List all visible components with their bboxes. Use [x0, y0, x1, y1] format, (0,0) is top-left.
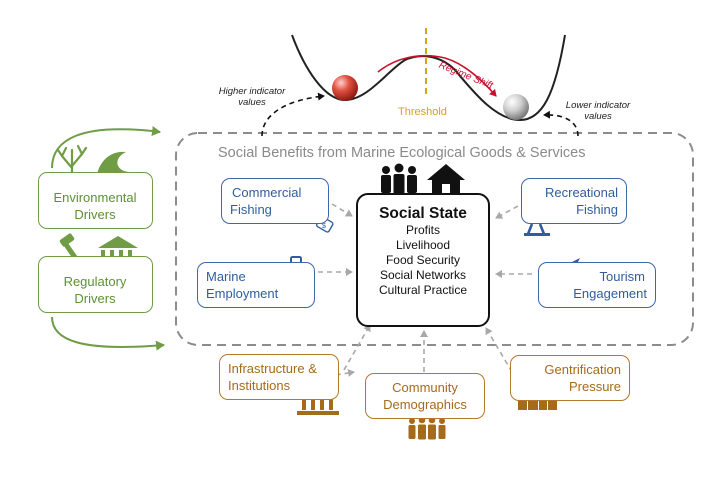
regulatory-drivers-line1: Regulatory	[63, 274, 127, 289]
svg-text:$: $	[322, 223, 326, 230]
people-group-icon	[408, 416, 446, 440]
regulatory-drivers-line2: Drivers	[74, 291, 116, 306]
social-state-item: Food Security	[385, 253, 461, 267]
house-icon	[427, 164, 465, 194]
driver-arrow-top	[51, 126, 161, 169]
lower-indicator-label: Lower indicator values	[558, 100, 638, 122]
regulatory-drivers-box: Regulatory Drivers	[38, 256, 153, 313]
infrastructure-line1: Infrastructure &	[228, 361, 317, 376]
tourism-engagement-line2: Engagement	[573, 286, 647, 301]
higher-indicator-line1: Higher indicator	[218, 86, 286, 97]
environmental-drivers-line2: Drivers	[74, 207, 116, 222]
recreational-fishing-box: Recreational Fishing	[521, 178, 627, 224]
gentrification-line2: Pressure	[568, 379, 621, 394]
tourism-engagement-box: Tourism Engagement	[538, 262, 656, 308]
community-icon	[381, 163, 417, 194]
marine-employment-line1: Marine	[206, 269, 246, 284]
higher-indicator-label: Higher indicator values	[212, 86, 292, 108]
gentrification-box: Gentrification Pressure	[510, 355, 630, 401]
lower-indicator-arrow	[543, 110, 579, 137]
gentrification-line1: Gentrification	[544, 362, 621, 377]
threshold-label: Threshold	[398, 106, 447, 118]
social-state-title: Social State	[379, 205, 467, 222]
social-state-box: Social State Profits Livelihood Food Sec…	[356, 193, 490, 327]
infrastructure-box: Infrastructure & Institutions	[219, 354, 339, 400]
social-state-item: Livelihood	[395, 238, 451, 252]
higher-indicator-line2: values	[238, 97, 266, 108]
demographics-line1: Community	[392, 380, 458, 395]
arrow-recreational-to-state	[495, 205, 519, 219]
commercial-fishing-box: Commercial Fishing	[221, 178, 329, 224]
gray-ball-icon	[503, 94, 529, 120]
commercial-fishing-line1: Commercial	[232, 185, 302, 200]
social-state-item: Profits	[405, 223, 440, 237]
social-state-item: Social Networks	[379, 268, 467, 282]
regime-shift-arrow	[377, 54, 497, 97]
marine-employment-line2: Employment	[206, 286, 279, 301]
environmental-drivers-line1: Environmental	[53, 190, 137, 205]
dashed-frame	[175, 132, 694, 346]
infrastructure-line2: Institutions	[228, 378, 291, 393]
lower-indicator-line1: Lower indicator	[565, 100, 631, 111]
lower-indicator-line2: values	[584, 111, 612, 122]
red-ball-icon	[332, 75, 358, 101]
commercial-fishing-line2: Fishing	[230, 202, 272, 217]
marine-employment-box: Marine Employment	[197, 262, 315, 308]
social-state-item: Cultural Practice	[378, 283, 468, 297]
arrow-commercial-to-state	[331, 203, 353, 217]
tourism-engagement-line1: Tourism	[599, 269, 645, 284]
demographics-box: Community Demographics	[365, 373, 485, 419]
recreational-fishing-line2: Fishing	[576, 202, 618, 217]
recreational-fishing-line1: Recreational	[545, 185, 618, 200]
environmental-drivers-box: Environmental Drivers	[38, 172, 153, 229]
stability-landscape-curve	[291, 34, 566, 122]
arrow-infrastructure-to-frame	[343, 324, 371, 371]
demographics-line2: Demographics	[383, 397, 467, 412]
driver-arrow-bottom	[51, 316, 165, 351]
frame-title: Social Benefits from Marine Ecological G…	[218, 145, 586, 161]
arrow-gentrification-to-state	[485, 327, 513, 373]
